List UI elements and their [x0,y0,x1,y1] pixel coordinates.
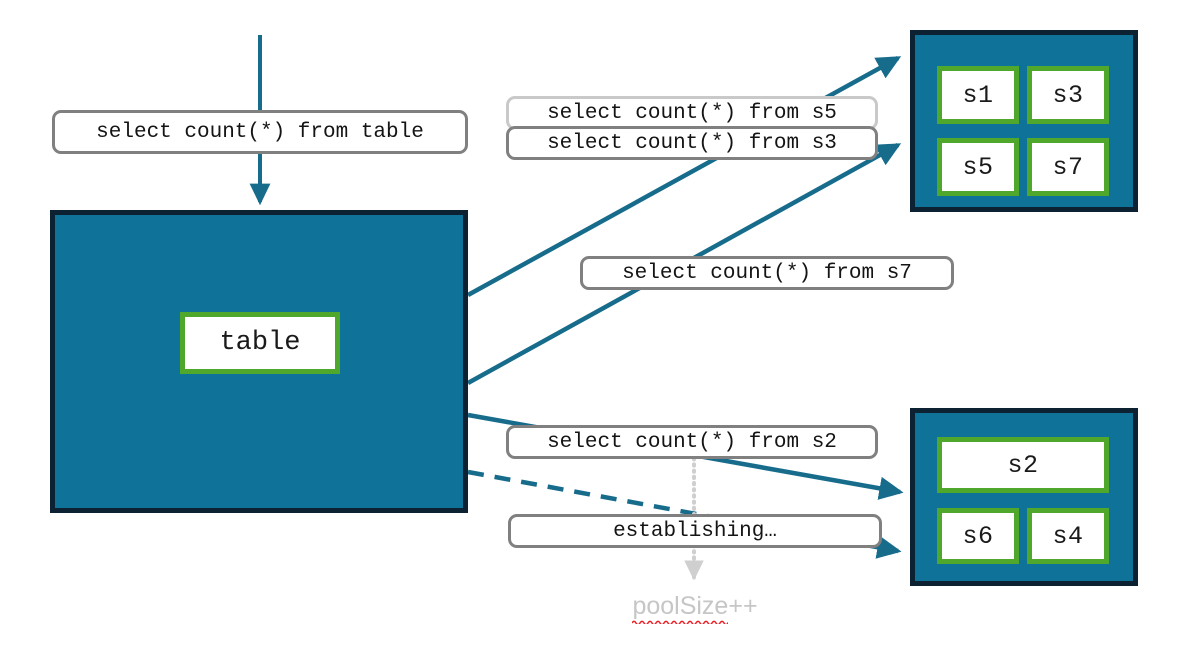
query-pill-s7: select count(*) from s7 [580,256,954,290]
slot-s1-label: s1 [962,80,994,110]
slot-s4: s4 [1027,508,1109,564]
source-query-label: select count(*) from table [96,120,424,144]
query-pill-s2-label: select count(*) from s2 [547,430,837,454]
slot-s2: s2 [937,437,1109,493]
slot-s3-label: s3 [1052,80,1084,110]
poolsize-annotation: poolSize ++ [600,592,790,624]
query-pill-s7-label: select count(*) from s7 [622,261,912,285]
poolsize-word: poolSize [632,592,729,620]
query-pill-s3-label: select count(*) from s3 [547,131,837,155]
slot-s3: s3 [1027,66,1109,124]
establishing-label: establishing… [613,519,777,543]
slot-s4-label: s4 [1052,521,1084,551]
slot-s7-label: s7 [1052,152,1084,182]
slot-s5: s5 [937,138,1019,196]
query-pill-s5: select count(*) from s5 [506,96,878,130]
slot-s7: s7 [1027,138,1109,196]
source-query-pill: select count(*) from table [52,110,468,154]
table-slot: table [180,312,340,374]
establishing-pill: establishing… [508,514,882,548]
slot-s2-label: s2 [1007,450,1039,480]
table-slot-label: table [219,328,301,358]
spellcheck-squiggle-icon [632,619,729,624]
slot-s6: s6 [937,508,1019,564]
slot-s6-label: s6 [962,521,994,551]
slot-s1: s1 [937,66,1019,124]
poolsize-suffix: ++ [728,592,758,620]
poolsize-misspelled-word: poolSize [632,592,729,624]
query-pill-s2: select count(*) from s2 [506,425,878,459]
query-pill-s5-label: select count(*) from s5 [547,101,837,125]
query-pill-s3: select count(*) from s3 [506,126,878,160]
slot-s5-label: s5 [962,152,994,182]
